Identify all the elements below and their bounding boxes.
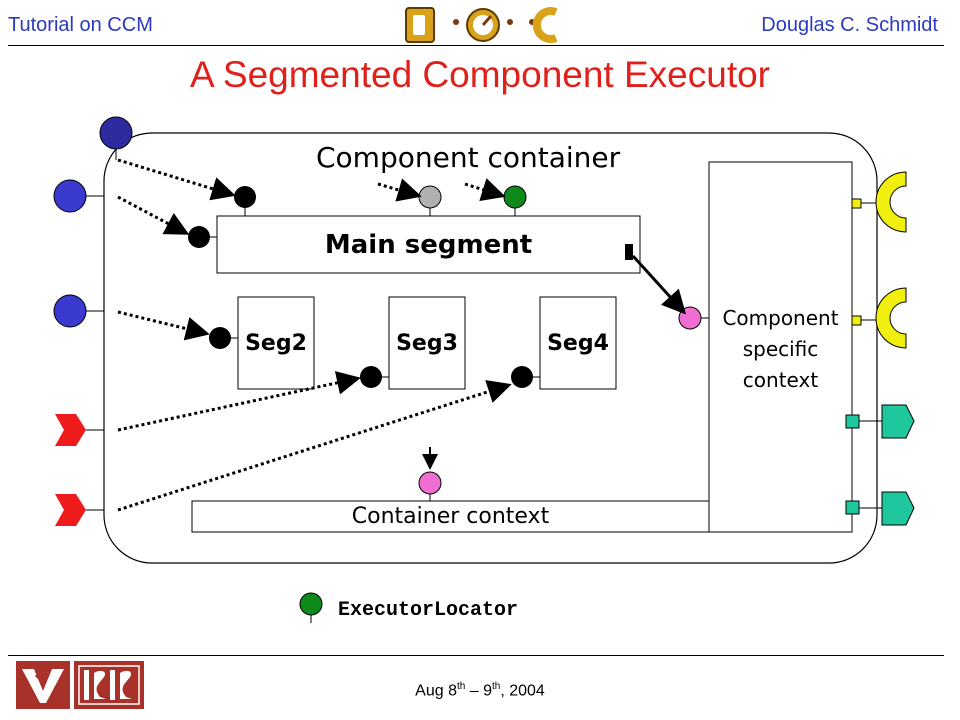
header-left-text: Tutorial on CCM <box>8 14 153 36</box>
dotted-arrow-2 <box>117 195 190 235</box>
page-title: A Segmented Component Executor <box>189 54 771 95</box>
container-context-label: Container context <box>351 504 550 529</box>
seg2-port <box>209 327 231 349</box>
executor-locator-legend-icon <box>299 592 323 616</box>
facet-port-3 <box>53 294 87 328</box>
seg2-box <box>237 296 315 390</box>
footer-date-sup-1: th <box>456 681 466 692</box>
footer-date-suffix: , 2004 <box>500 682 545 700</box>
grey-port <box>418 185 442 209</box>
event-sink-port-2 <box>55 494 86 526</box>
component-context-line-1: Component <box>722 306 839 330</box>
main-segment-facet-port <box>234 186 256 208</box>
dotted-arrow-3 <box>117 310 210 341</box>
dotted-arrow-4 <box>117 371 361 432</box>
main-segment-label: Main segment <box>324 229 533 260</box>
receptacle-square-1 <box>851 198 862 209</box>
component-context-label: Component specific context <box>709 303 852 396</box>
event-source-square-2 <box>845 500 860 515</box>
event-source-port-1 <box>881 404 915 439</box>
container-context-box <box>191 500 710 533</box>
facet-port-2 <box>53 179 87 213</box>
event-source-port-2 <box>881 491 915 526</box>
dotted-arrow-6 <box>377 178 422 202</box>
event-sink-port-1 <box>55 414 86 446</box>
seg3-port <box>360 366 382 388</box>
main-segment-port <box>625 244 633 260</box>
component-context-box <box>708 161 853 533</box>
component-context-port <box>678 306 702 330</box>
component-context-line-3: context <box>742 368 819 392</box>
doc-group-logo <box>405 7 558 43</box>
component-container-label: Component container <box>316 141 621 174</box>
green-port <box>503 185 527 209</box>
seg4-port <box>511 366 533 388</box>
footer-date: Aug 8th – 9th, 2004 <box>0 681 960 700</box>
dotted-arrow-5 <box>117 380 512 512</box>
main-segment-box <box>216 215 641 274</box>
footer-date-prefix: Aug 8 <box>415 682 457 700</box>
seg4-label: Seg4 <box>547 330 609 356</box>
seg3-box <box>388 296 466 390</box>
dotted-arrow-7 <box>464 178 506 202</box>
receptacle-port-2 <box>875 287 907 349</box>
dotted-arrow-1 <box>117 158 236 201</box>
component-context-line-2: specific <box>742 337 819 361</box>
footer-date-mid: – 9 <box>465 682 492 700</box>
vanderbilt-isis-logo <box>16 661 144 709</box>
seg3-label: Seg3 <box>396 330 458 356</box>
main-segment-facet-port-2 <box>188 226 210 248</box>
facet-port-1 <box>99 116 133 150</box>
footer-divider <box>8 655 944 656</box>
receptacle-port-1 <box>875 171 907 233</box>
seg4-box <box>539 296 617 390</box>
event-source-square-1 <box>845 414 860 429</box>
main-to-context-arrow <box>631 254 687 315</box>
seg2-label: Seg2 <box>245 330 307 356</box>
header-divider <box>8 45 944 46</box>
header-right-text: Douglas C. Schmidt <box>761 14 938 36</box>
footer-date-sup-2: th <box>492 681 501 692</box>
executor-locator-label: ExecutorLocator <box>338 599 519 622</box>
container-context-port <box>418 471 442 495</box>
receptacle-square-2 <box>851 315 862 326</box>
